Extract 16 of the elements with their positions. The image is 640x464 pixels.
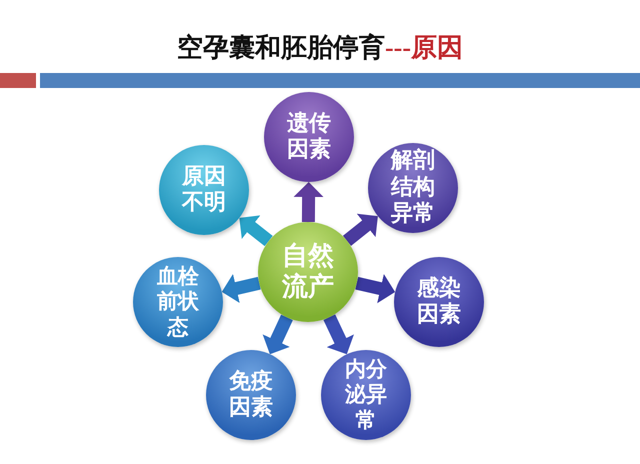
cause-circle <box>206 350 296 440</box>
node-label: 遗传因素 <box>286 110 332 164</box>
block-arrow <box>220 274 261 304</box>
node-label: 解剖结构异常 <box>390 148 436 228</box>
block-arrow <box>262 314 293 357</box>
center-circle <box>258 222 358 322</box>
slide-title: 空孕囊和胚胎停育---原因 <box>177 32 463 64</box>
node-label: 内分泌异常 <box>344 357 388 433</box>
block-arrow <box>294 182 324 222</box>
node-label: 免疫因素 <box>228 368 274 422</box>
node-label: 自然流产 <box>280 240 335 304</box>
cause-circle <box>368 143 458 233</box>
node-label: 原因不明 <box>180 164 227 216</box>
cause-circle <box>321 350 411 440</box>
node-label: 血栓前状态 <box>156 264 200 340</box>
node-label: 感染因素 <box>416 276 462 328</box>
